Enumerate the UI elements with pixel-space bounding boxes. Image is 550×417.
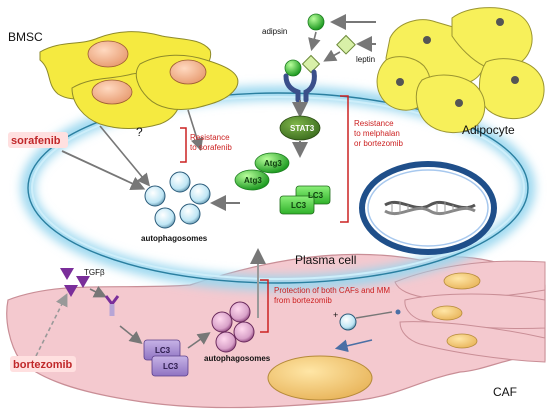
resistance-melphalan-bracket: [340, 95, 349, 223]
bmsc-cells: [39, 31, 239, 129]
protection-line1: Protection of both CAFs and MM: [274, 286, 390, 295]
receptor-to-lc3-arrow: [119, 325, 143, 344]
leptin-label: leptin: [356, 55, 375, 64]
sorafenib-label: sorafenib: [11, 135, 61, 147]
caf-spindle-cells: [394, 260, 546, 363]
membrane-receptor-icon: [283, 54, 321, 103]
adipsin-to-receptor-arrow: [308, 31, 321, 52]
resistance-sorafenib-line1: Resistance: [190, 133, 230, 142]
plasma-cell: [21, 86, 535, 290]
bmsc-label: BMSC: [8, 30, 43, 44]
atg3-label-b: Atg3: [244, 176, 262, 185]
leptin-to-receptor-arrow: [323, 49, 341, 62]
resistance-sorafenib-line2: to sorafenib: [190, 143, 232, 152]
resistance-melphalan-line3: or bortezomib: [354, 139, 403, 148]
caf-lc3-label-a: LC3: [155, 346, 171, 355]
resistance-sorafenib-bracket: [180, 127, 187, 163]
dna-icon: [384, 200, 476, 216]
bortezomib-label-bg: [10, 356, 76, 372]
bortezomib-label: bortezomib: [13, 359, 73, 371]
tgfb-ligand-icons: [60, 268, 90, 297]
caf-lc3-protein-icon: [143, 339, 189, 377]
adipocyte-label: Adipocyte: [462, 123, 515, 137]
tgfb-label: TGFβ: [84, 268, 105, 277]
bmsc-to-resistance-arrow: [187, 109, 204, 152]
protection-line2: from bortezomib: [274, 296, 332, 305]
adipocyte-cells: [376, 7, 545, 133]
tgfb-to-receptor-arrow: [89, 285, 107, 298]
vesicle-arrow: [334, 339, 373, 353]
protection-bracket: [260, 279, 269, 333]
plasma-cell-label: Plasma cell: [295, 253, 356, 267]
leptin-ligand-icon: [336, 34, 356, 55]
autophagosome-cluster-caf: [211, 301, 255, 353]
resistance-melphalan-line1: Resistance: [354, 119, 394, 128]
adipsin-ligand-icon: [307, 13, 325, 31]
lc3-label-a: LC3: [308, 191, 324, 200]
lc3-protein-icon: [279, 185, 331, 215]
bmsc-to-autophagosomes-arrow: [99, 125, 151, 187]
stat3-label: STAT3: [290, 124, 315, 133]
autophagosomes-label-top: autophagosomes: [141, 234, 208, 243]
stat3-protein-icon: [279, 115, 321, 141]
lc3-to-caf-autophagosomes-arrow: [187, 332, 211, 349]
autophagosomes-label-caf: autophagosomes: [204, 354, 271, 363]
adipsin-label: adipsin: [262, 27, 287, 36]
plasma-cell-nucleus: [359, 161, 497, 255]
resistance-melphalan-line2: to melphalan: [354, 129, 400, 138]
caf-lc3-label-b: LC3: [163, 362, 179, 371]
resistance-melphalan-annotation: Resistance to melphalan or bortezomib: [354, 119, 403, 148]
protection-annotation: Protection of both CAFs and MM from bort…: [274, 286, 390, 305]
sorafenib-label-bg: [8, 132, 68, 148]
sorafenib-arrow: [61, 150, 146, 191]
tgfb-receptor-icon: [104, 295, 120, 316]
atg3-protein-icon: [234, 152, 290, 191]
autophagosome-cluster-top: [144, 171, 211, 229]
vesicle-icon: [339, 309, 401, 331]
plus-sign: +: [333, 310, 338, 320]
resistance-sorafenib-annotation: Resistance to sorafenib: [190, 133, 232, 152]
lc3-label-b: LC3: [291, 201, 307, 210]
atg3-label-a: Atg3: [264, 159, 282, 168]
question-mark: ?: [136, 125, 143, 139]
caf-label: CAF: [493, 385, 517, 399]
